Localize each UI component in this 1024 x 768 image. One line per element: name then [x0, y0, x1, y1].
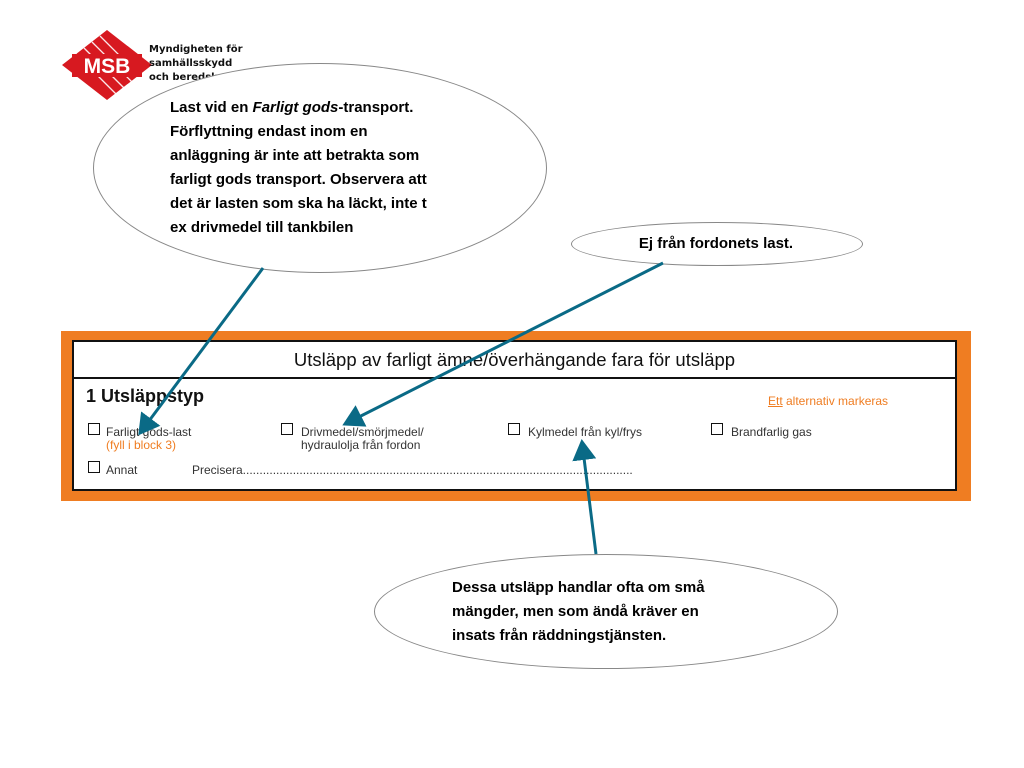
option-sublabel: (fyll i block 3)	[106, 438, 177, 452]
callout-top-line: ex drivmedel till tankbilen	[170, 219, 354, 236]
form-frame: Utsläpp av farligt ämne/överhängande far…	[61, 331, 971, 501]
option-kylmedel: Kylmedel från kyl/frys	[528, 426, 642, 439]
option-label: Drivmedel/smörjmedel/	[301, 425, 424, 439]
checkbox-brandfarlig-gas[interactable]	[711, 423, 723, 435]
logo-line: Myndigheten för	[149, 44, 243, 55]
logo-line: samhällsskydd	[149, 58, 233, 69]
alternative-note-underlined: Ett	[768, 394, 783, 408]
logo-agency-name: Myndigheten för samhällsskydd och bereds…	[149, 43, 243, 85]
callout-bottom-line: Dessa utsläpp handlar ofta om små	[452, 579, 705, 596]
msb-logo: MSB	[62, 30, 152, 100]
option-label: Kylmedel från kyl/frys	[528, 425, 643, 439]
specify-field[interactable]: Precisera...............................…	[192, 463, 633, 477]
callout-top-line: anläggning är inte att betrakta som	[170, 147, 420, 164]
option-label: Brandfarlig gas	[731, 425, 812, 439]
option-label: Annat	[106, 463, 138, 477]
checkbox-farligt-gods[interactable]	[88, 423, 100, 435]
callout-top-italic: Farligt gods	[252, 99, 339, 116]
option-brandfarlig-gas: Brandfarlig gas	[731, 426, 812, 439]
form-title: Utsläpp av farligt ämne/överhängande far…	[74, 342, 955, 379]
alternative-note-rest: alternativ markeras	[782, 394, 889, 408]
callout-top-line: Förflyttning endast inom en	[170, 123, 368, 140]
logo-mark: MSB	[84, 55, 131, 78]
callout-top-pre: Last vid en	[170, 99, 253, 116]
callout-bottom-text: Dessa utsläpp handlar ofta om små mängde…	[452, 576, 762, 648]
callout-bottom-line: insats från räddningstjänsten.	[452, 627, 667, 644]
callout-top-post: -transport.	[338, 99, 414, 116]
checkbox-kylmedel[interactable]	[508, 423, 520, 435]
alternative-note: Ett alternativ markeras	[768, 394, 888, 408]
checkbox-annat[interactable]	[88, 461, 100, 473]
callout-right-bubble	[571, 222, 863, 266]
callout-bottom-bubble	[374, 554, 838, 669]
callout-bottom-line: mängder, men som ändå kräver en	[452, 603, 699, 620]
option-farligt-gods: Farligt gods-last (fyll i block 3)	[106, 426, 191, 452]
form-panel: Utsläpp av farligt ämne/överhängande far…	[72, 340, 957, 491]
callout-top-line: det är lasten som ska ha läckt, inte t	[170, 195, 427, 212]
callout-top-bubble	[93, 63, 547, 273]
section-title: 1 Utsläppstyp	[86, 386, 205, 406]
callout-top-line1: Last vid en Farligt gods-transport.	[170, 96, 460, 120]
callout-right-text: Ej från fordonets last.	[638, 235, 794, 252]
option-annat: Annat	[106, 464, 137, 477]
option-sublabel: hydraulolja från fordon	[301, 438, 421, 452]
logo-line: och beredskap	[149, 72, 232, 83]
option-drivmedel: Drivmedel/smörjmedel/ hydraulolja från f…	[301, 426, 424, 452]
checkbox-drivmedel[interactable]	[281, 423, 293, 435]
callout-top-text: Last vid en Farligt gods-transport. Förf…	[170, 96, 460, 240]
callout-top-line: farligt gods transport. Observera att	[170, 171, 427, 188]
